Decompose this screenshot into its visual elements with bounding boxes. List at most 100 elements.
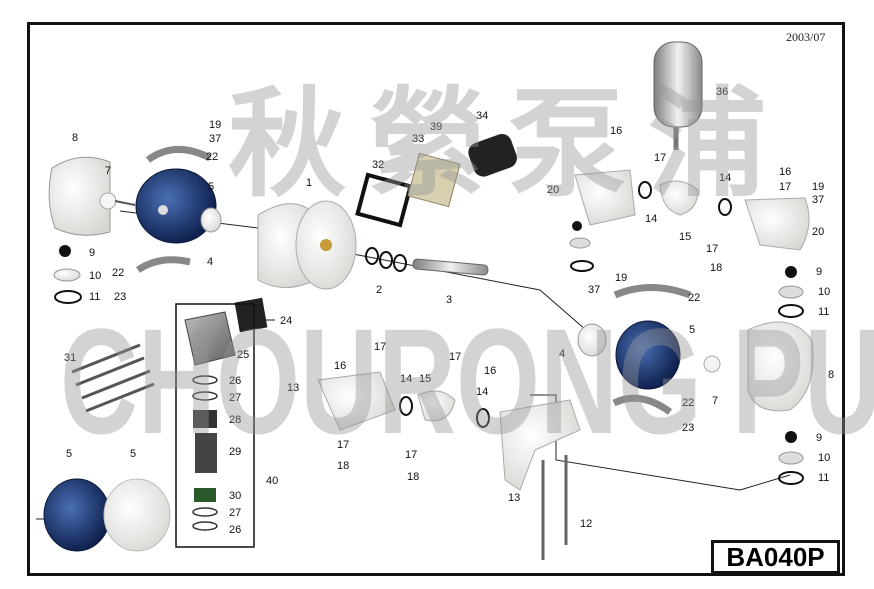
callout-5-d: 5 — [689, 324, 695, 336]
callout-25: 25 — [237, 349, 249, 361]
callout-18: 18 — [337, 460, 349, 472]
callout-19: 19 — [209, 119, 221, 131]
callout-17-g: 17 — [706, 243, 718, 255]
callout-18-b: 18 — [407, 471, 419, 483]
callout-16-c: 16 — [610, 125, 622, 137]
callout-13: 13 — [287, 382, 299, 394]
callout-2: 2 — [376, 284, 382, 296]
callout-17-e: 17 — [654, 152, 666, 164]
callout-27-b: 27 — [229, 507, 241, 519]
callout-labels: 8 7 5 19 37 22 1 32 33 39 34 9 10 11 22 … — [64, 86, 834, 536]
clamp-band-lower-right — [612, 394, 673, 415]
right-diaphragm — [615, 320, 681, 390]
callout-15: 15 — [419, 373, 431, 385]
air-valve-cover-plate — [407, 152, 461, 208]
callout-30: 30 — [229, 490, 241, 502]
callout-34: 34 — [476, 110, 488, 122]
callout-14-d: 14 — [719, 172, 731, 184]
callout-1: 1 — [306, 177, 312, 189]
clamp-band-lower-left — [136, 256, 191, 273]
drawing-frame — [27, 22, 845, 576]
clamp-band-upper-right — [613, 284, 692, 299]
left-diaphragm — [135, 168, 217, 244]
callout-32: 32 — [372, 159, 384, 171]
o-ring-left — [54, 290, 82, 304]
callout-7-b: 7 — [712, 395, 718, 407]
inlet-tee — [417, 390, 456, 422]
callout-8-b: 8 — [828, 369, 834, 381]
callout-10: 10 — [89, 270, 101, 282]
air-valve-gasket — [234, 297, 268, 333]
callout-9-c: 9 — [816, 432, 822, 444]
o-rings-shaft — [365, 247, 407, 272]
callout-14: 14 — [400, 373, 412, 385]
callout-20-b: 20 — [812, 226, 824, 238]
callout-29: 29 — [229, 446, 241, 458]
diaphragm-shaft — [412, 258, 489, 276]
revision-date: 2003/07 — [786, 30, 826, 44]
callout-17-f: 17 — [779, 181, 791, 193]
callout-15-b: 15 — [679, 231, 691, 243]
callout-19-c: 19 — [812, 181, 824, 193]
callout-39: 39 — [430, 121, 442, 133]
callout-9-b: 9 — [816, 266, 822, 278]
diaphragm-ptfe — [103, 478, 171, 552]
callout-18-c: 18 — [710, 262, 722, 274]
callout-19-b: 19 — [615, 272, 627, 284]
diaphragm-rubber — [43, 478, 111, 552]
callout-11: 11 — [89, 291, 100, 303]
callout-22: 22 — [206, 151, 218, 163]
air-valve-body — [184, 311, 236, 366]
discharge-manifold-right — [744, 197, 810, 251]
callout-17: 17 — [374, 341, 386, 353]
callout-22-c: 22 — [682, 397, 694, 409]
callout-8: 8 — [72, 132, 78, 144]
callout-22-b: 22 — [112, 267, 124, 279]
callout-31: 31 — [64, 352, 76, 364]
check-ball-left — [59, 245, 71, 257]
callout-11-b: 11 — [818, 306, 829, 318]
callout-23-b: 23 — [682, 422, 694, 434]
callout-5-b: 5 — [66, 448, 72, 460]
callout-17-c: 17 — [449, 351, 461, 363]
air-valve-assembly-box — [175, 303, 255, 548]
callout-14-c: 14 — [645, 213, 657, 225]
callout-4: 4 — [207, 256, 213, 268]
callout-11-c: 11 — [818, 472, 829, 484]
callout-5-c: 5 — [130, 448, 136, 460]
callout-33: 33 — [412, 133, 424, 145]
left-outer-plate — [200, 207, 222, 233]
callout-12: 12 — [580, 518, 592, 530]
callout-9: 9 — [89, 247, 95, 259]
callout-22-d: 22 — [688, 292, 700, 304]
callout-37-b: 37 — [588, 284, 600, 296]
callout-40: 40 — [266, 475, 278, 487]
left-air-chamber — [48, 156, 111, 236]
callout-16: 16 — [334, 360, 346, 372]
through-bolts — [71, 343, 155, 413]
model-code: BA040P — [726, 541, 825, 572]
callout-37-c: 37 — [812, 194, 824, 206]
callout-23: 23 — [114, 291, 126, 303]
left-diaphragm-plate-small — [99, 192, 117, 210]
muffler — [468, 133, 517, 177]
callout-24: 24 — [280, 315, 292, 327]
callout-28: 28 — [229, 414, 241, 426]
callout-17-b: 17 — [337, 439, 349, 451]
air-valve-cap — [194, 488, 216, 502]
callout-13-b: 13 — [508, 492, 520, 504]
discharge-tee — [659, 180, 699, 216]
callout-20: 20 — [547, 184, 559, 196]
callout-7: 7 — [105, 165, 111, 177]
watermark-chinese: 秋縈泵浦 — [228, 75, 789, 213]
callout-4-b: 4 — [559, 348, 565, 360]
callout-37: 37 — [209, 133, 221, 145]
model-code-box: BA040P — [711, 540, 840, 574]
callout-10-b: 10 — [818, 286, 830, 298]
callout-36: 36 — [716, 86, 728, 98]
callout-16-b: 16 — [484, 365, 496, 377]
gasket — [355, 172, 413, 228]
callout-27: 27 — [229, 392, 241, 404]
